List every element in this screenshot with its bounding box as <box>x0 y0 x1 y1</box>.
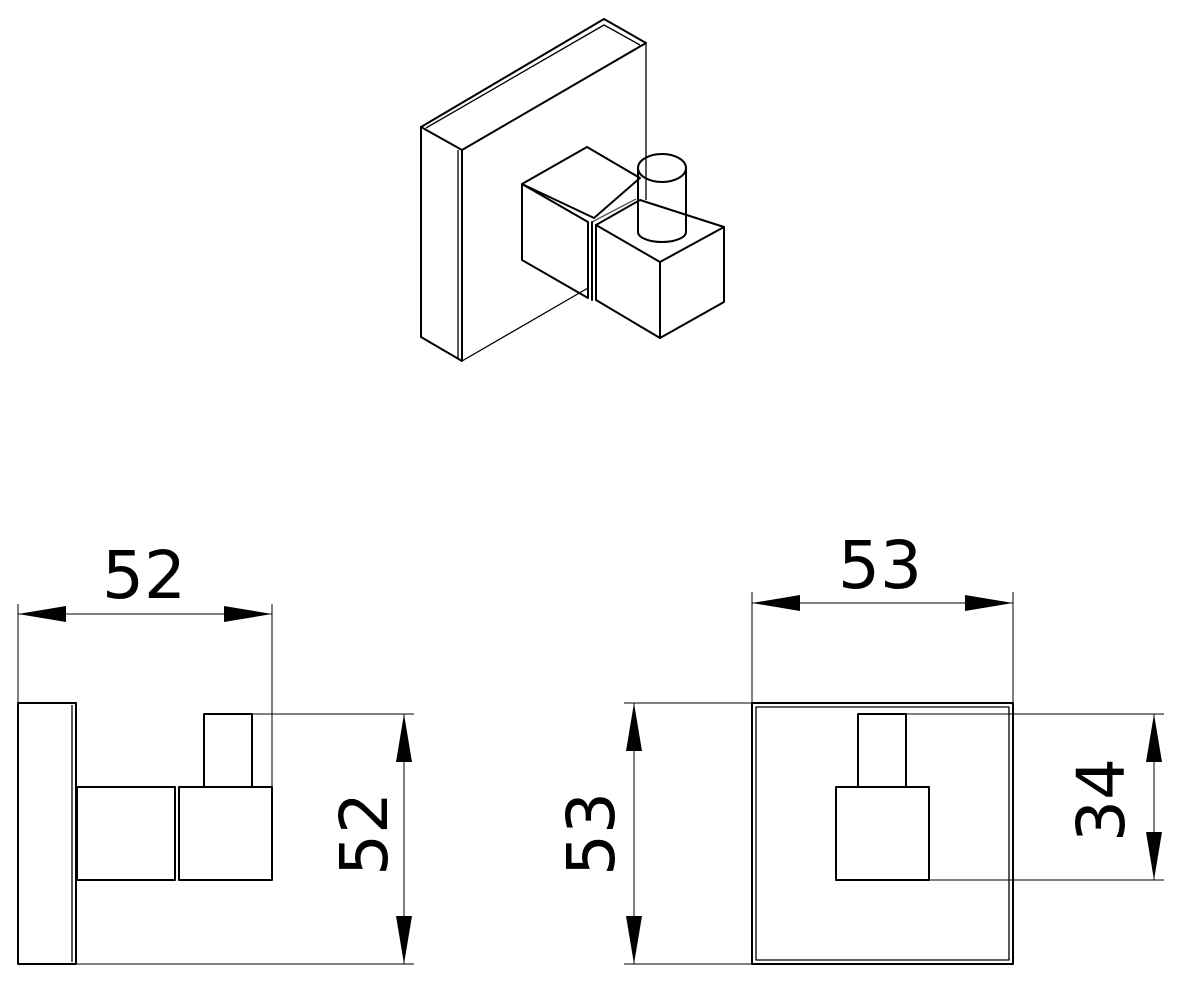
isometric-view <box>420 18 725 362</box>
front-width-arrow-right <box>965 595 1013 611</box>
hook-height-arrow-bottom <box>1146 832 1162 880</box>
hook-height-label: 34 <box>1063 758 1140 842</box>
front-plate-inner <box>755 706 1010 961</box>
front-cube <box>835 786 930 881</box>
front-width-label: 53 <box>838 527 922 604</box>
front-view: 53 53 34 <box>553 527 1164 965</box>
front-height-label: 53 <box>553 792 630 876</box>
arm-block-top <box>521 146 641 219</box>
side-peg <box>203 713 253 788</box>
plate-left-face <box>420 126 463 362</box>
front-width-arrow-left <box>752 595 800 611</box>
side-width-arrow-right <box>224 606 272 622</box>
plate-top-inner-edge <box>425 24 641 129</box>
plate-bottom-edge <box>461 287 589 362</box>
arm-block-joint <box>591 198 637 223</box>
side-width-arrow-left <box>18 606 66 622</box>
plate-top-face <box>420 18 647 151</box>
arm-block-front <box>521 183 589 299</box>
peg-top-ellipse <box>637 153 687 183</box>
side-arm <box>76 786 176 881</box>
side-height-label: 52 <box>326 792 403 876</box>
side-plate <box>17 702 77 965</box>
side-height-arrow-bottom <box>396 916 412 964</box>
side-height-arrow-top <box>396 714 412 762</box>
front-height-arrow-bottom <box>626 916 642 964</box>
hook-height-arrow-top <box>1146 714 1162 762</box>
peg-bottom-arc <box>637 231 687 243</box>
cube-front-left <box>595 224 661 339</box>
side-cube <box>178 786 273 881</box>
side-width-label: 52 <box>102 537 186 614</box>
front-plate <box>751 702 1014 965</box>
side-view: 52 52 <box>17 537 414 965</box>
front-height-arrow-top <box>626 703 642 751</box>
cube-front-right <box>659 226 725 339</box>
front-peg <box>857 713 907 788</box>
